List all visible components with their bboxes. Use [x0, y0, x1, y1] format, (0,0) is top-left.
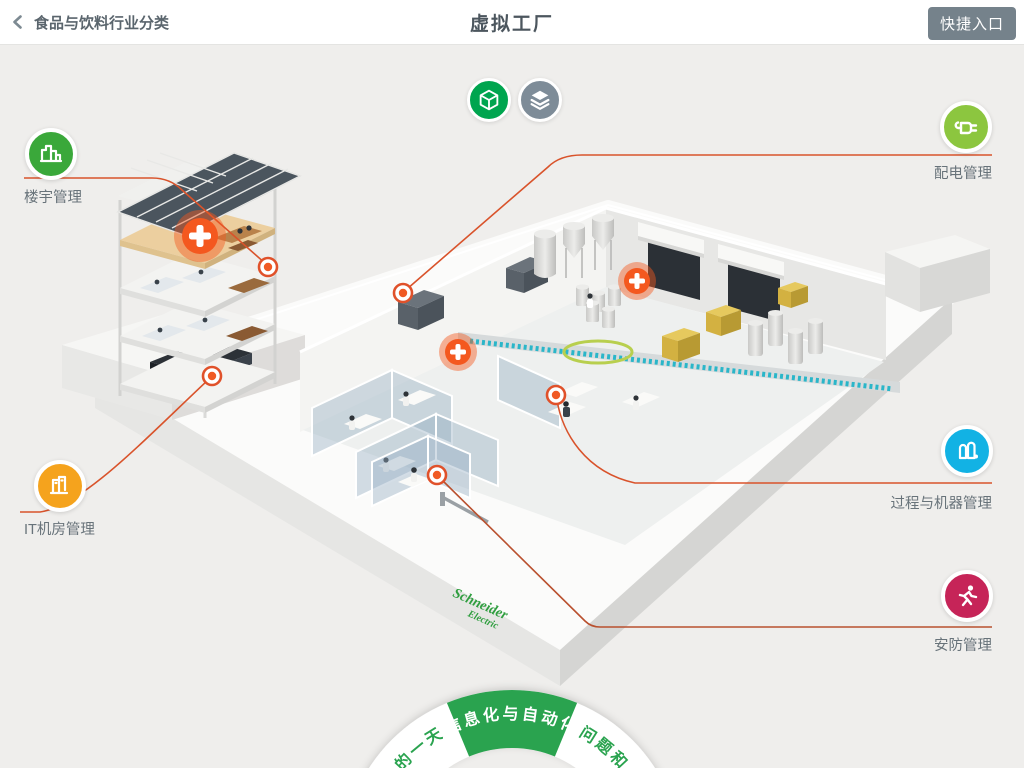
tank-group-right — [748, 310, 823, 364]
quick-entry-button[interactable]: 快捷入口 — [927, 7, 1016, 40]
running-person-icon — [958, 585, 978, 607]
page-title: 虚拟工厂 — [469, 13, 554, 35]
marker-dot-it-room[interactable] — [201, 365, 223, 387]
building-floors — [116, 152, 302, 413]
marker-plus-office-building[interactable] — [174, 210, 226, 262]
machines-icon — [958, 441, 978, 460]
layers-icon — [530, 90, 550, 110]
plug-icon — [954, 121, 978, 135]
pallet-boxes — [662, 282, 808, 362]
marker-dot-power[interactable] — [392, 282, 414, 304]
buildings-icon — [39, 144, 63, 163]
drum-cluster — [576, 284, 621, 328]
wheel-segment-active[interactable] — [446, 689, 578, 757]
hotspot-it-room-management[interactable] — [34, 460, 86, 512]
cube-icon — [479, 89, 499, 111]
hotspot-power-management[interactable] — [940, 101, 992, 153]
back-button[interactable]: 食品与饮料行业分类 — [10, 0, 169, 44]
office-building — [62, 152, 305, 420]
hotspot-process-management[interactable] — [941, 425, 993, 477]
back-chevron-icon — [13, 15, 22, 29]
hotspot-label-security: 安防管理 — [934, 638, 992, 654]
leader-line-it-room — [20, 379, 209, 513]
hotspot-markers — [174, 210, 656, 486]
marker-dot-building[interactable] — [257, 256, 279, 278]
hotspot-label-power: 配电管理 — [934, 166, 992, 182]
marker-plus-process-area[interactable] — [439, 333, 477, 371]
marker-plus-packaging-area[interactable] — [618, 262, 656, 300]
hotspot-security-management[interactable] — [941, 570, 993, 622]
server-rack-icon — [49, 475, 69, 495]
hotspot-label-process: 过程与机器管理 — [890, 496, 993, 512]
hotspot-building-management[interactable] — [25, 128, 77, 180]
view-toggle-layers[interactable] — [518, 78, 562, 122]
bottom-wheel: 的一天 信息化与自动化 问题和 — [369, 689, 655, 768]
leader-line-power — [406, 154, 992, 290]
glass-partitions — [311, 354, 561, 500]
bottling-line — [458, 332, 900, 393]
back-label: 食品与饮料行业分类 — [34, 14, 170, 32]
marker-dot-process[interactable] — [545, 384, 567, 406]
leader-line-process — [556, 399, 992, 484]
people — [349, 293, 639, 472]
solar-panels — [116, 152, 302, 236]
leader-lines — [20, 154, 992, 628]
view-toggle-3d[interactable] — [467, 78, 511, 122]
header-bar: 食品与饮料行业分类 虚拟工厂 快捷入口 — [0, 0, 1024, 45]
hopper-silos — [563, 214, 614, 278]
hotspot-label-building: 楼宇管理 — [24, 190, 82, 206]
marker-dot-security[interactable] — [426, 464, 448, 486]
factory-hall: Schneider Electric — [299, 206, 990, 632]
hotspot-label-it-room: IT机房管理 — [24, 522, 95, 538]
leader-line-building — [24, 177, 267, 265]
leader-line-security — [440, 478, 992, 628]
